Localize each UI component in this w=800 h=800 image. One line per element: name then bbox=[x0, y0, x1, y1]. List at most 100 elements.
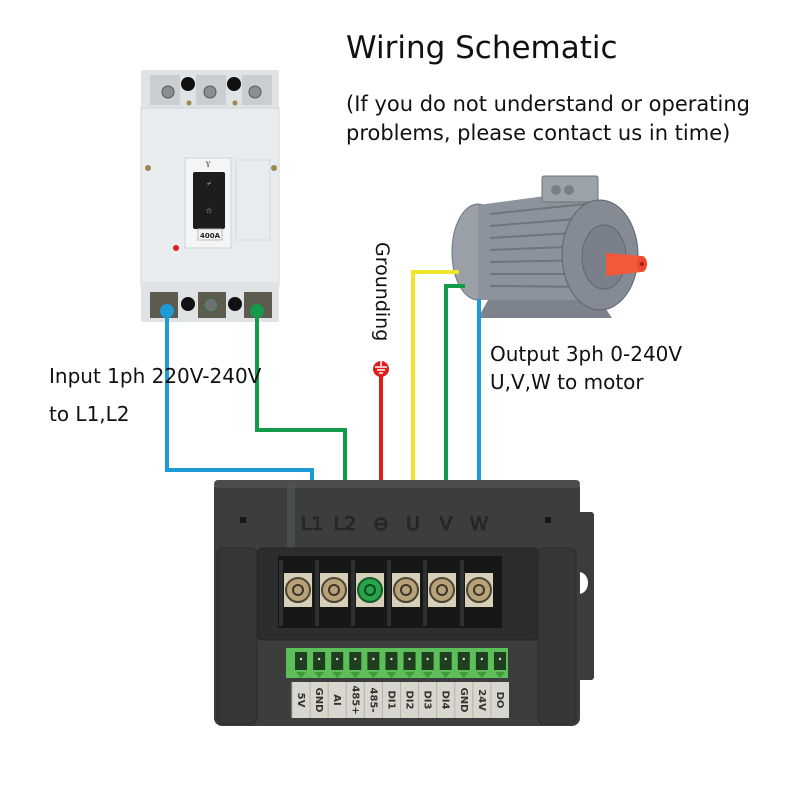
terminal-screw-icon[interactable] bbox=[321, 577, 347, 603]
vfd-indicator-hole bbox=[240, 517, 246, 523]
control-terminal-label: AI bbox=[331, 694, 342, 705]
control-pin-socket[interactable] bbox=[493, 652, 506, 670]
subtitle-note: (If you do not understand or operating p… bbox=[346, 92, 750, 145]
screw-icon bbox=[186, 100, 192, 106]
control-terminal-label: 24V bbox=[476, 689, 487, 711]
screw-icon bbox=[203, 85, 217, 99]
screw-icon bbox=[145, 165, 151, 171]
control-terminal-label: DO bbox=[494, 692, 505, 709]
terminal-screw-head bbox=[364, 584, 376, 596]
control-pin-arrow bbox=[296, 672, 307, 678]
control-terminal-label: 485+ bbox=[349, 685, 360, 714]
control-pin-socket[interactable] bbox=[421, 652, 434, 670]
control-pin-socket[interactable] bbox=[313, 652, 326, 670]
terminal-screw-icon[interactable] bbox=[357, 577, 383, 603]
control-pin-socket[interactable] bbox=[439, 652, 452, 670]
breaker-off-symbol: ⌿ bbox=[207, 180, 212, 188]
terminal-divider bbox=[351, 560, 355, 626]
terminal-divider bbox=[279, 560, 283, 626]
control-pin-socket[interactable] bbox=[403, 652, 416, 670]
control-pin-dot bbox=[426, 657, 429, 661]
control-terminal-label: 5V bbox=[295, 693, 306, 708]
breaker-rating-plate bbox=[197, 228, 223, 241]
control-pin-socket[interactable] bbox=[367, 652, 380, 670]
motor-cable-gland bbox=[551, 185, 561, 195]
terminal-divider bbox=[460, 560, 464, 626]
control-pin-socket[interactable] bbox=[385, 652, 398, 670]
control-pin-dot bbox=[299, 657, 303, 661]
control-pin-arrow bbox=[476, 672, 487, 678]
vfd-top-edge bbox=[214, 480, 580, 488]
wire-u bbox=[411, 270, 459, 513]
breaker-rating-label: 400A bbox=[200, 232, 221, 240]
terminal-screw-head bbox=[473, 584, 485, 596]
screw-icon bbox=[203, 297, 219, 313]
control-pin-dot bbox=[354, 657, 357, 661]
breaker-hole bbox=[181, 297, 195, 311]
control-pin-dot bbox=[498, 657, 502, 661]
screw-icon bbox=[271, 165, 277, 171]
control-pin-arrow bbox=[314, 672, 325, 678]
terminal-screw-head bbox=[400, 584, 412, 596]
input-label: Input 1ph 220V-240V to L1,L2 bbox=[49, 357, 261, 433]
breaker-panel-outline bbox=[235, 159, 271, 241]
control-pin-arrow bbox=[404, 672, 415, 678]
terminal-screw-icon[interactable] bbox=[285, 577, 311, 603]
terminal-screw-head bbox=[292, 584, 304, 596]
output-terminals-label: U,V,W to motor bbox=[490, 370, 644, 394]
control-pin-arrow bbox=[494, 672, 505, 678]
terminal-divider bbox=[423, 560, 427, 626]
control-pin-socket[interactable] bbox=[475, 652, 488, 670]
control-pin-socket[interactable] bbox=[295, 652, 308, 670]
vfd-bracket-slot bbox=[579, 572, 588, 594]
output-voltage-label: Output 3ph 0-240V bbox=[490, 342, 683, 366]
control-pin-arrow bbox=[368, 672, 379, 678]
terminal-screw-icon[interactable] bbox=[466, 577, 492, 603]
screw-icon bbox=[248, 85, 262, 99]
wire-v bbox=[444, 284, 465, 513]
input-terminals-label: to L1,L2 bbox=[49, 402, 130, 426]
control-pin-dot bbox=[444, 657, 447, 661]
breaker-hole bbox=[227, 77, 241, 91]
power-terminal-label: ⊖ bbox=[373, 513, 389, 535]
control-pin-dot bbox=[462, 657, 465, 661]
control-pin-socket[interactable] bbox=[457, 652, 470, 670]
control-terminal-label: DI3 bbox=[422, 691, 433, 710]
control-pin-arrow bbox=[422, 672, 433, 678]
power-terminal-label: U bbox=[406, 513, 420, 535]
control-terminal-label: GND bbox=[313, 688, 324, 713]
grounding-label: Grounding bbox=[371, 242, 393, 342]
vfd-edge-highlight bbox=[287, 482, 295, 562]
output-label: Output 3ph 0-240V U,V,W to motor bbox=[490, 340, 682, 396]
motor-cable-gland bbox=[564, 185, 574, 195]
control-pin-dot bbox=[390, 657, 393, 661]
control-pin-arrow bbox=[350, 672, 361, 678]
ground-icon bbox=[373, 361, 389, 377]
circuit-breaker: Y ⌿ ☆ 400A bbox=[140, 70, 280, 322]
control-terminal-label: GND bbox=[458, 688, 469, 713]
control-pin-arrow bbox=[386, 672, 397, 678]
breaker-toggle-switch bbox=[193, 172, 225, 229]
power-terminal-label: L1 bbox=[301, 513, 324, 535]
motor-shaft bbox=[606, 253, 642, 276]
terminal-divider bbox=[387, 560, 391, 626]
wire-l2 bbox=[255, 310, 347, 513]
breaker-switch-mark: Y bbox=[205, 161, 211, 169]
terminal-screw-icon[interactable] bbox=[393, 577, 419, 603]
screw-icon bbox=[232, 100, 238, 106]
power-terminal-label: V bbox=[440, 513, 453, 535]
breaker-hole bbox=[181, 77, 195, 91]
terminal-screw-head bbox=[436, 584, 448, 596]
screw-icon bbox=[161, 85, 175, 99]
control-pin-dot bbox=[336, 657, 339, 661]
control-terminal-label: DI2 bbox=[404, 691, 415, 710]
control-pin-socket[interactable] bbox=[331, 652, 344, 670]
control-pin-dot bbox=[408, 657, 411, 661]
control-pin-socket[interactable] bbox=[349, 652, 362, 670]
terminal-screw-icon[interactable] bbox=[429, 577, 455, 603]
vfd-side-recess-right bbox=[537, 547, 577, 725]
control-pin-dot bbox=[372, 657, 375, 661]
motor-shaft-keyway bbox=[640, 262, 644, 266]
